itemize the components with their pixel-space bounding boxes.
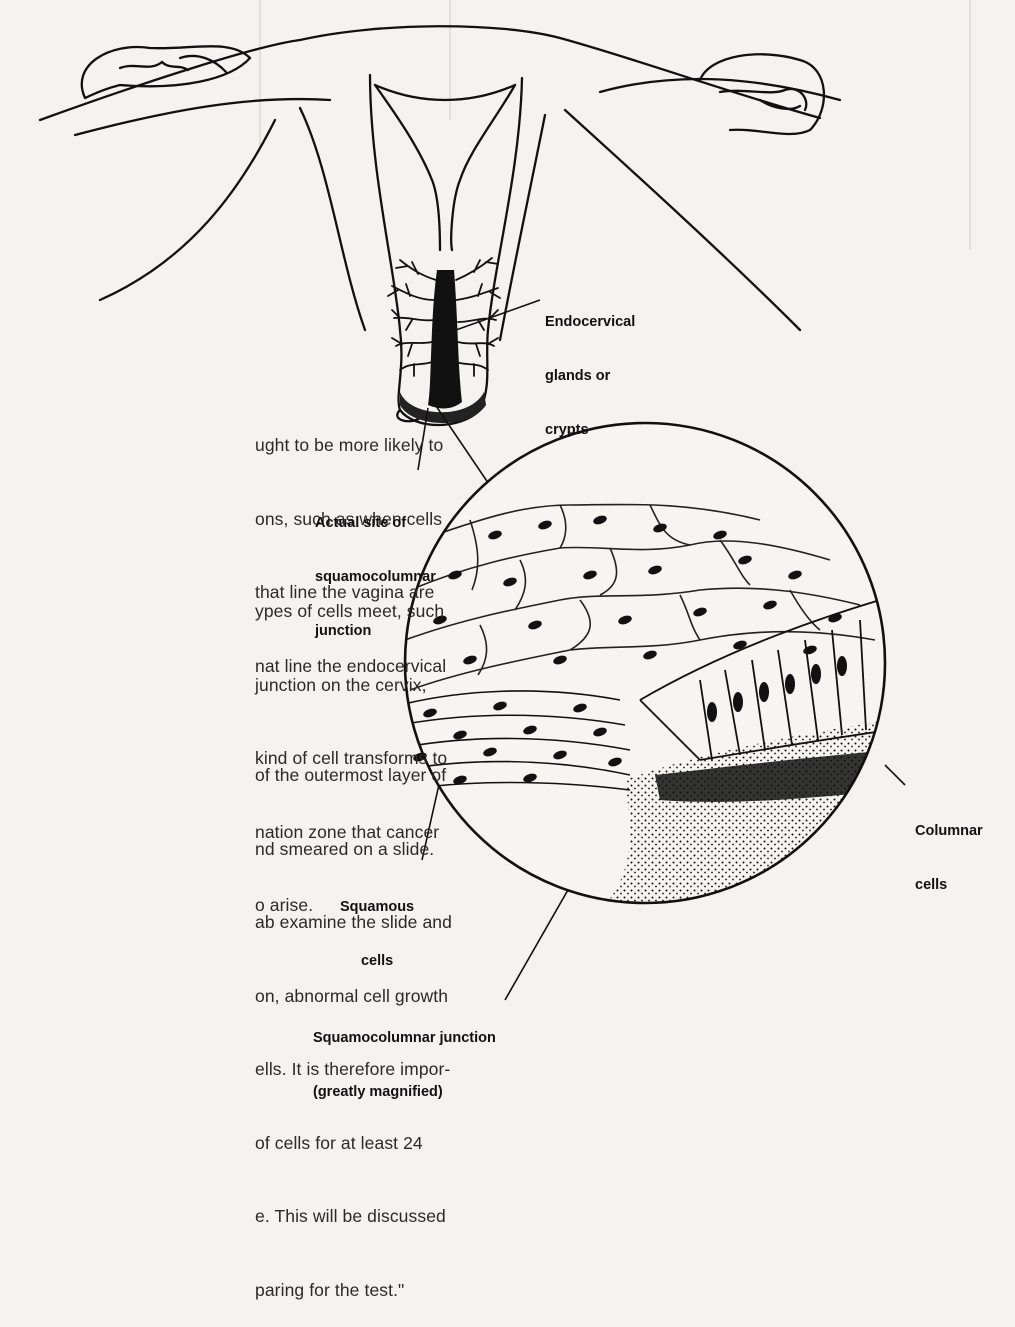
columnar-nucleus [707, 702, 717, 722]
label-actual-site: Actual site of squamocolumnar junction [315, 478, 436, 658]
label-line: cells [340, 952, 414, 970]
label-line: Endocervical [545, 313, 635, 331]
label-line: Squamous [340, 898, 414, 916]
label-endocervical-glands: Endocervical glands or crypts [545, 277, 635, 457]
text-line: junction on the cervix, [0, 673, 447, 698]
columnar-nucleus [733, 692, 743, 712]
columnar-nucleus [811, 664, 821, 684]
label-columnar-cells: Columnar cells [915, 786, 983, 912]
columnar-nucleus [837, 656, 847, 676]
label-line: Columnar [915, 822, 983, 840]
label-line: Squamocolumnar junction [313, 1029, 496, 1047]
label-line: Actual site of [315, 514, 436, 532]
columnar-nucleus [785, 674, 795, 694]
label-squamous-cells: Squamous cells [340, 862, 414, 988]
label-line: junction [315, 622, 436, 640]
text-line: ught to be more likely to [0, 433, 446, 458]
label-line: (greatly magnified) [313, 1083, 496, 1101]
label-junction-magnified: Squamocolumnar junction (greatly magnifi… [313, 993, 496, 1119]
text-line: of cells for at least 24 [0, 1131, 452, 1156]
label-line: crypts [545, 421, 635, 439]
label-line: squamocolumnar [315, 568, 436, 586]
label-line: glands or [545, 367, 635, 385]
text-line: of the outermost layer of [0, 763, 452, 788]
text-line: e. This will be discussed [0, 1204, 452, 1229]
label-line: cells [915, 876, 983, 894]
columnar-nucleus [759, 682, 769, 702]
text-line: paring for the test." [0, 1278, 452, 1303]
scan-background [260, 0, 970, 250]
text-line: nd smeared on a slide. [0, 837, 452, 862]
